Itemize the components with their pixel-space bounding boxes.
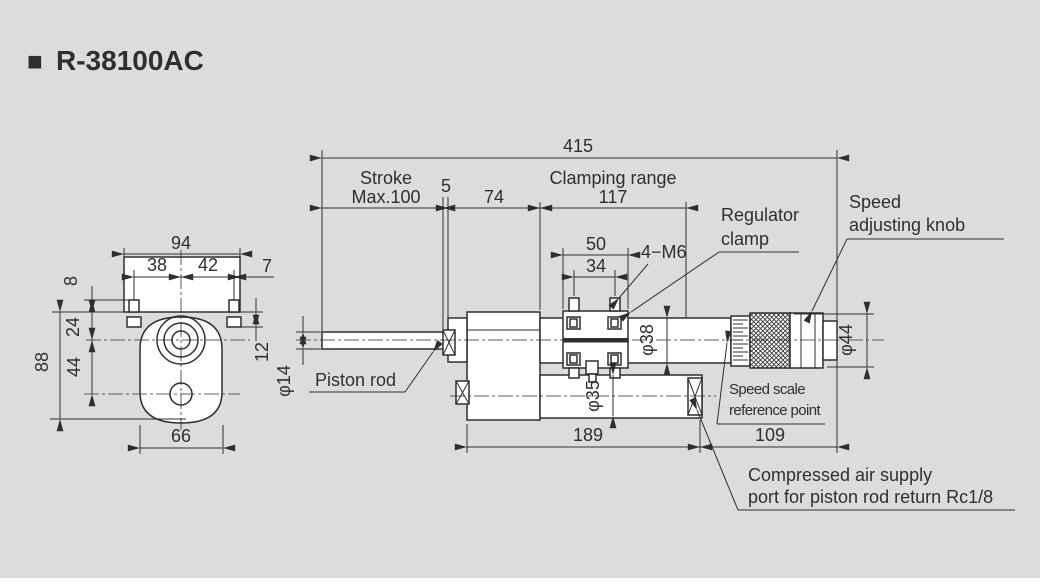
dim-head-length: 74 bbox=[484, 187, 504, 207]
leader-clamp-bolts bbox=[608, 263, 649, 310]
dim-body-length: 189 bbox=[573, 425, 603, 445]
label-regulator-clamp-line1: Regulator bbox=[721, 205, 799, 225]
label-speed-scale-line2: reference point bbox=[729, 402, 821, 419]
dim-flange-thickness: 5 bbox=[441, 176, 451, 196]
dim-front-bolt-right: 42 bbox=[198, 255, 218, 275]
dim-body-diameter: φ38 bbox=[637, 324, 657, 356]
label-air-port-line1: Compressed air supply bbox=[748, 465, 932, 485]
dim-front-bolt-left: 38 bbox=[147, 255, 167, 275]
dim-front-bolt-edge: 7 bbox=[262, 256, 272, 276]
dim-front-height: 88 bbox=[32, 352, 52, 372]
clamp-bolt-bottom-right bbox=[609, 367, 621, 379]
side-air-port-fitting bbox=[687, 377, 703, 416]
side-left-port-fitting bbox=[455, 380, 470, 405]
label-speed-scale-line1: Speed scale bbox=[729, 381, 805, 398]
dim-lower-body-diameter: φ35 bbox=[583, 380, 603, 412]
label-piston-rod-group: Piston rod bbox=[309, 340, 443, 393]
dim-front-bolt-height: 8 bbox=[61, 276, 81, 286]
dim-rod-diameter: φ14 bbox=[274, 365, 294, 397]
label-clamping-range: Clamping range bbox=[549, 168, 676, 188]
front-view: 94 38 42 7 8 24 44 88 66 12 bbox=[32, 233, 274, 454]
side-dimension-lines bbox=[299, 154, 871, 451]
side-centerlines bbox=[296, 339, 884, 397]
side-knob-end-cap bbox=[822, 320, 838, 361]
dim-clamp-bolt-pitch: 34 bbox=[586, 256, 606, 276]
dim-clamp-bolts: 4−M6 bbox=[641, 242, 687, 262]
front-dimension-lines bbox=[56, 250, 274, 452]
dim-clamping-range: 117 bbox=[599, 187, 628, 207]
label-air-port-line2: port for piston rod return Rc1/8 bbox=[748, 487, 993, 507]
dim-front-body-width: 66 bbox=[171, 426, 191, 446]
label-regulator-clamp-line2: clamp bbox=[721, 229, 769, 249]
label-stroke-line1: Stroke bbox=[360, 168, 412, 188]
dim-knob-diameter: φ44 bbox=[836, 324, 856, 356]
front-flange-plate bbox=[123, 256, 241, 313]
label-speed-scale-group: Speed scale reference point bbox=[716, 330, 825, 425]
label-air-port-group: Compressed air supply port for piston ro… bbox=[689, 397, 1015, 511]
side-lower-cylinder bbox=[539, 374, 703, 419]
dim-front-port-offset: 44 bbox=[64, 357, 84, 377]
label-stroke-line2: Max.100 bbox=[351, 187, 420, 207]
side-piston-rod bbox=[321, 331, 449, 350]
label-speed-knob-line1: Speed bbox=[849, 192, 901, 212]
dim-front-width: 94 bbox=[171, 233, 191, 253]
dim-front-center-offset: 24 bbox=[63, 317, 83, 337]
title-block: ■ R-38100AC bbox=[27, 45, 204, 76]
label-piston-rod: Piston rod bbox=[315, 370, 396, 390]
page-title: R-38100AC bbox=[56, 45, 204, 76]
side-head-block bbox=[466, 311, 541, 421]
dim-knob-length: 109 bbox=[755, 425, 785, 445]
label-regulator-clamp-group: Regulator clamp bbox=[619, 205, 799, 322]
clamp-bolt-top-left bbox=[568, 297, 580, 312]
side-rod-seal-fitting bbox=[442, 329, 456, 356]
side-knob-rings bbox=[789, 312, 824, 369]
side-knurled-grip bbox=[749, 312, 791, 369]
label-speed-knob-group: Speed adjusting knob bbox=[803, 192, 1004, 324]
side-speed-scale bbox=[730, 315, 751, 367]
dim-front-plate-step: 12 bbox=[252, 342, 272, 362]
side-regulator-clamp bbox=[562, 297, 629, 383]
label-speed-knob-line2: adjusting knob bbox=[849, 215, 965, 235]
clamp-bolt-bottom-left bbox=[568, 367, 580, 379]
dim-overall-length: 415 bbox=[563, 136, 593, 156]
title-bullet-icon: ■ bbox=[27, 46, 43, 76]
clamp-bolt-top-right bbox=[609, 297, 621, 312]
dim-clamp-width: 50 bbox=[586, 234, 606, 254]
